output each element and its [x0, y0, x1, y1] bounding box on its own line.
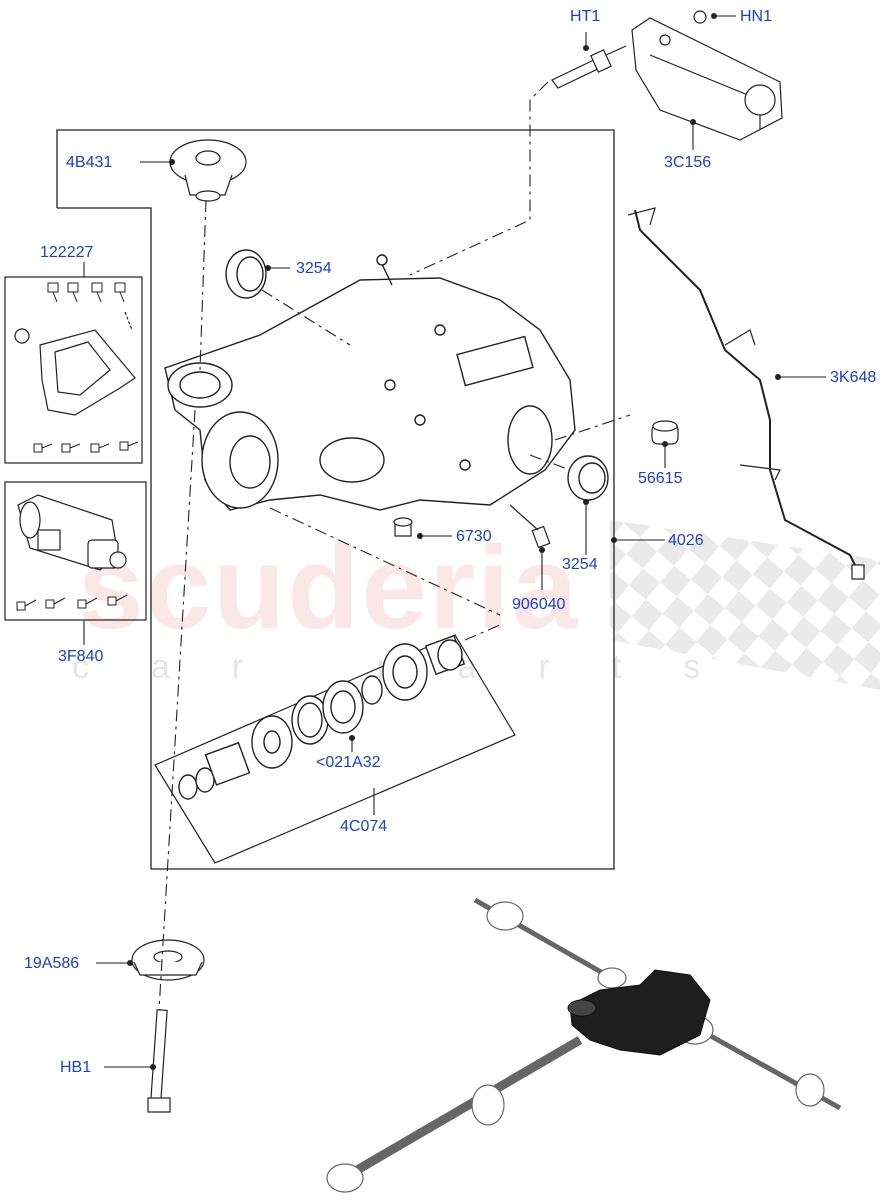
callout-3k648: 3K648: [830, 369, 877, 386]
bearing-kit-parts: [178, 634, 466, 800]
callout-hb1: HB1: [60, 1059, 92, 1076]
mount-19a586: [131, 939, 205, 981]
callout-3254-top: 3254: [296, 260, 332, 277]
mounting-bracket: [14, 311, 136, 416]
callout-hn1: HN1: [740, 8, 773, 25]
actuator-box: [4, 481, 147, 621]
callout-4026: 4026: [668, 532, 704, 549]
bracket-bolts: [33, 441, 139, 453]
leader-dots: [127, 13, 781, 1070]
watermark-brand: scuderia: [78, 522, 580, 654]
differential-housing: [164, 254, 576, 511]
centerlines: [158, 81, 631, 1011]
sensor-906040: [509, 504, 551, 549]
bush-56615: [651, 420, 679, 445]
actuator-motor: [17, 494, 127, 571]
bolt-kit-bolts: [47, 282, 126, 303]
callout-4b431: 4B431: [66, 154, 113, 171]
callout-4c074: 4C074: [340, 818, 388, 835]
bearing-kit-box: [154, 634, 516, 864]
callout-122227: 122227: [40, 244, 94, 261]
stud-ht1: [551, 45, 627, 89]
control-module: [631, 10, 783, 141]
callout-6730: 6730: [456, 528, 492, 545]
callout-19a586: 19A586: [24, 955, 80, 972]
callout-ht1: HT1: [570, 8, 601, 25]
seal-3254-top: [225, 249, 267, 299]
actuator-bolts: [16, 594, 128, 611]
plug-6730: [393, 517, 413, 537]
callout-56615: 56615: [638, 470, 683, 487]
callout-3c156: 3C156: [664, 154, 712, 171]
driveline-overview: [326, 897, 842, 1193]
callout-906040: 906040: [512, 596, 566, 613]
callout-3f840: 3F840: [58, 648, 104, 665]
differential-overview-highlight: [567, 969, 711, 1056]
assembly-frame: [56, 129, 615, 870]
bolt-hb1: [147, 1009, 171, 1113]
mount-4b431: [169, 139, 247, 202]
bolt-kit-box: [4, 276, 143, 464]
seal-3254-right: [567, 455, 609, 501]
harness-3k648: [627, 207, 865, 580]
callout-3254-right: 3254: [562, 556, 598, 573]
watermark-flag: [610, 520, 880, 690]
callout-021a32: <021A32: [316, 754, 381, 771]
